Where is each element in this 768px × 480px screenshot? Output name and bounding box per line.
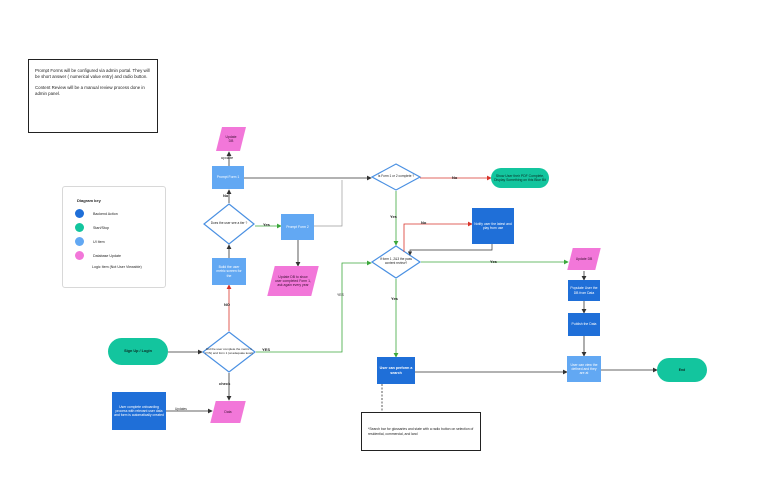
label-check: check [219,381,231,386]
notify-node: Notify user the latest and play from use [472,208,514,244]
decision-form12-text: Is Form 1 or 2 complete ? [377,174,415,179]
label-yes-pass-right: Yes [490,259,497,264]
label-no-top: No [223,193,229,198]
label-yes-pass-down: Yes [391,296,398,301]
publish-data-node: Publish the Data [568,313,600,336]
data-node: Data [210,401,246,423]
key-swatch-backend [75,209,84,218]
decision-seen-text: Does the user see a tier ? [210,221,248,226]
label-update: update [221,155,234,160]
update-db-1-node: Update DB [216,127,246,151]
decision-complete-diamond [202,331,256,373]
note-line-2: Content Review will be a manual review p… [35,84,145,96]
end-node: End [657,358,707,382]
key-item-logic: Logic Item (Not User Viewable) [92,265,142,269]
sign-up-login-node: Sign Up / Login [108,338,168,365]
edge-decision-yes-pass [256,260,372,353]
key-swatch-ui [75,237,84,246]
edge-notify-pass [407,244,493,256]
label-yes-form12: Yes [390,214,397,219]
key-item-backend: Backend Action [75,209,118,218]
label-yes-vertical: YES [337,293,344,297]
key-swatch-database [75,251,84,260]
key-title: Diagram key [77,198,101,203]
label-yes-prompt2: Yes [263,222,270,227]
create-data-node: User complete onboarding process with re… [112,392,166,430]
update-db-3-node: Update DB [567,248,601,270]
decision-form12-diamond [370,163,422,191]
edge-prompt2-form12 [314,180,343,227]
build-metric-node: Build the user metric screen for the [212,258,246,285]
decision-pass-text: If form 1 ,2&3 the pass content review? [379,257,413,265]
key-item-database: Database Update [75,251,121,260]
label-updates: Updates [175,407,187,411]
prompt-form-1-node: Prompt Form 1 [212,166,244,189]
decision-seen-diamond [203,203,255,245]
prompt-form-2-node: Prompt Form 2 [281,214,314,240]
label-no-form12: No [452,175,458,180]
decision-complete-text: Did the user complete the metric 1 (Y/N)… [205,347,253,355]
show-user-node: Show User their PDF Complete, Display So… [491,168,549,188]
note-line-1: Prompt Forms will be configured via admi… [35,68,150,79]
user-search-node: User can perform a search [377,357,415,384]
edge-pass-no-notify [403,221,473,252]
search-note: *Search bar for glossaries and state wit… [361,412,481,451]
key-swatch-startstop [75,223,84,232]
key-item-startstop: Start/Stop [75,223,109,232]
requirements-note: Prompt Forms will be configured via admi… [28,59,158,133]
label-yes-main: YES [262,347,271,352]
label-no-pass: No [421,220,427,225]
populate-data-node: Populate User the DB from Data [568,280,600,301]
user-views-node: User can view the defined and they are a… [567,356,601,382]
key-item-ui: UI Item [75,237,105,246]
label-no-build: NO [224,302,230,307]
update-db-2-node: Update DB to show user completed Form 1,… [267,266,319,296]
